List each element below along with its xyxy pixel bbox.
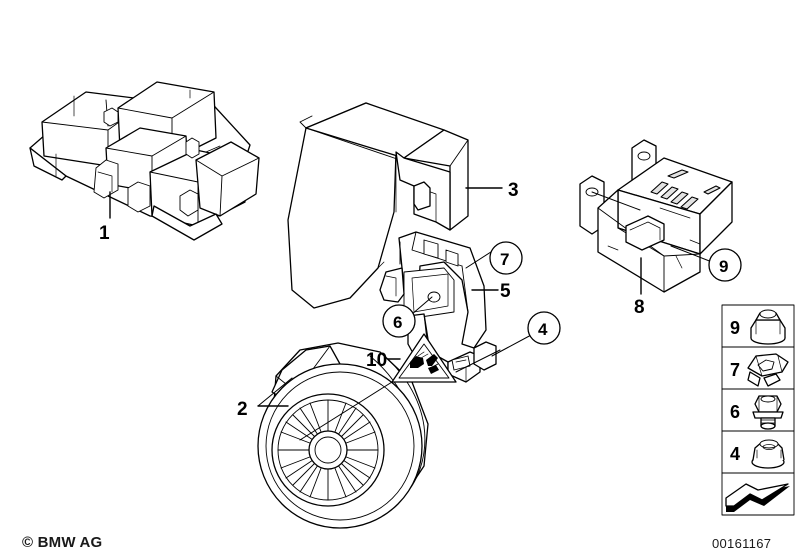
legend-icon-flange-cap-nut <box>750 309 786 345</box>
bracket-vent-slots <box>650 169 721 210</box>
callout-5: 5 <box>500 281 511 302</box>
warning-triangle-crush-hazard <box>299 333 501 441</box>
legend-icon-spring-clip <box>747 353 789 387</box>
copyright-notice: © BMW AG <box>22 534 103 551</box>
bolt-shaft-detail <box>451 355 471 371</box>
part-3-siren-cover <box>287 102 503 309</box>
callout-7: 7 <box>500 250 509 269</box>
legend-number-9: 9 <box>730 318 740 338</box>
callout-1: 1 <box>99 223 110 244</box>
legend-number-6: 6 <box>730 402 740 422</box>
legend-number-7: 7 <box>730 360 740 380</box>
legend-icon-flange-nut <box>751 439 785 469</box>
legend-number-4: 4 <box>730 444 740 464</box>
legend-icon-direction-arrow <box>725 483 790 512</box>
legend-icon-hex-head-bolt <box>752 395 784 430</box>
callout-2: 2 <box>237 399 248 420</box>
callout-3: 3 <box>508 180 519 201</box>
drawing-number: 00161167 <box>712 536 772 551</box>
part-2-alarm-siren <box>257 342 429 529</box>
callout-numbers: 1 2 3 4 5 6 7 8 9 10 <box>99 180 728 420</box>
callout-4: 4 <box>538 320 548 339</box>
legend-table <box>721 304 795 516</box>
part-1-relay-carrier-assembly <box>29 81 260 241</box>
legend-row-numbers: 9 7 6 4 <box>730 318 740 464</box>
callout-6: 6 <box>393 313 402 332</box>
part-8-control-unit-bracket <box>579 139 733 295</box>
crush-hand-symbol <box>410 351 439 374</box>
callout-circles <box>382 241 742 345</box>
callout-9: 9 <box>719 257 728 276</box>
callout-8: 8 <box>634 297 645 318</box>
callout-10: 10 <box>366 350 387 371</box>
